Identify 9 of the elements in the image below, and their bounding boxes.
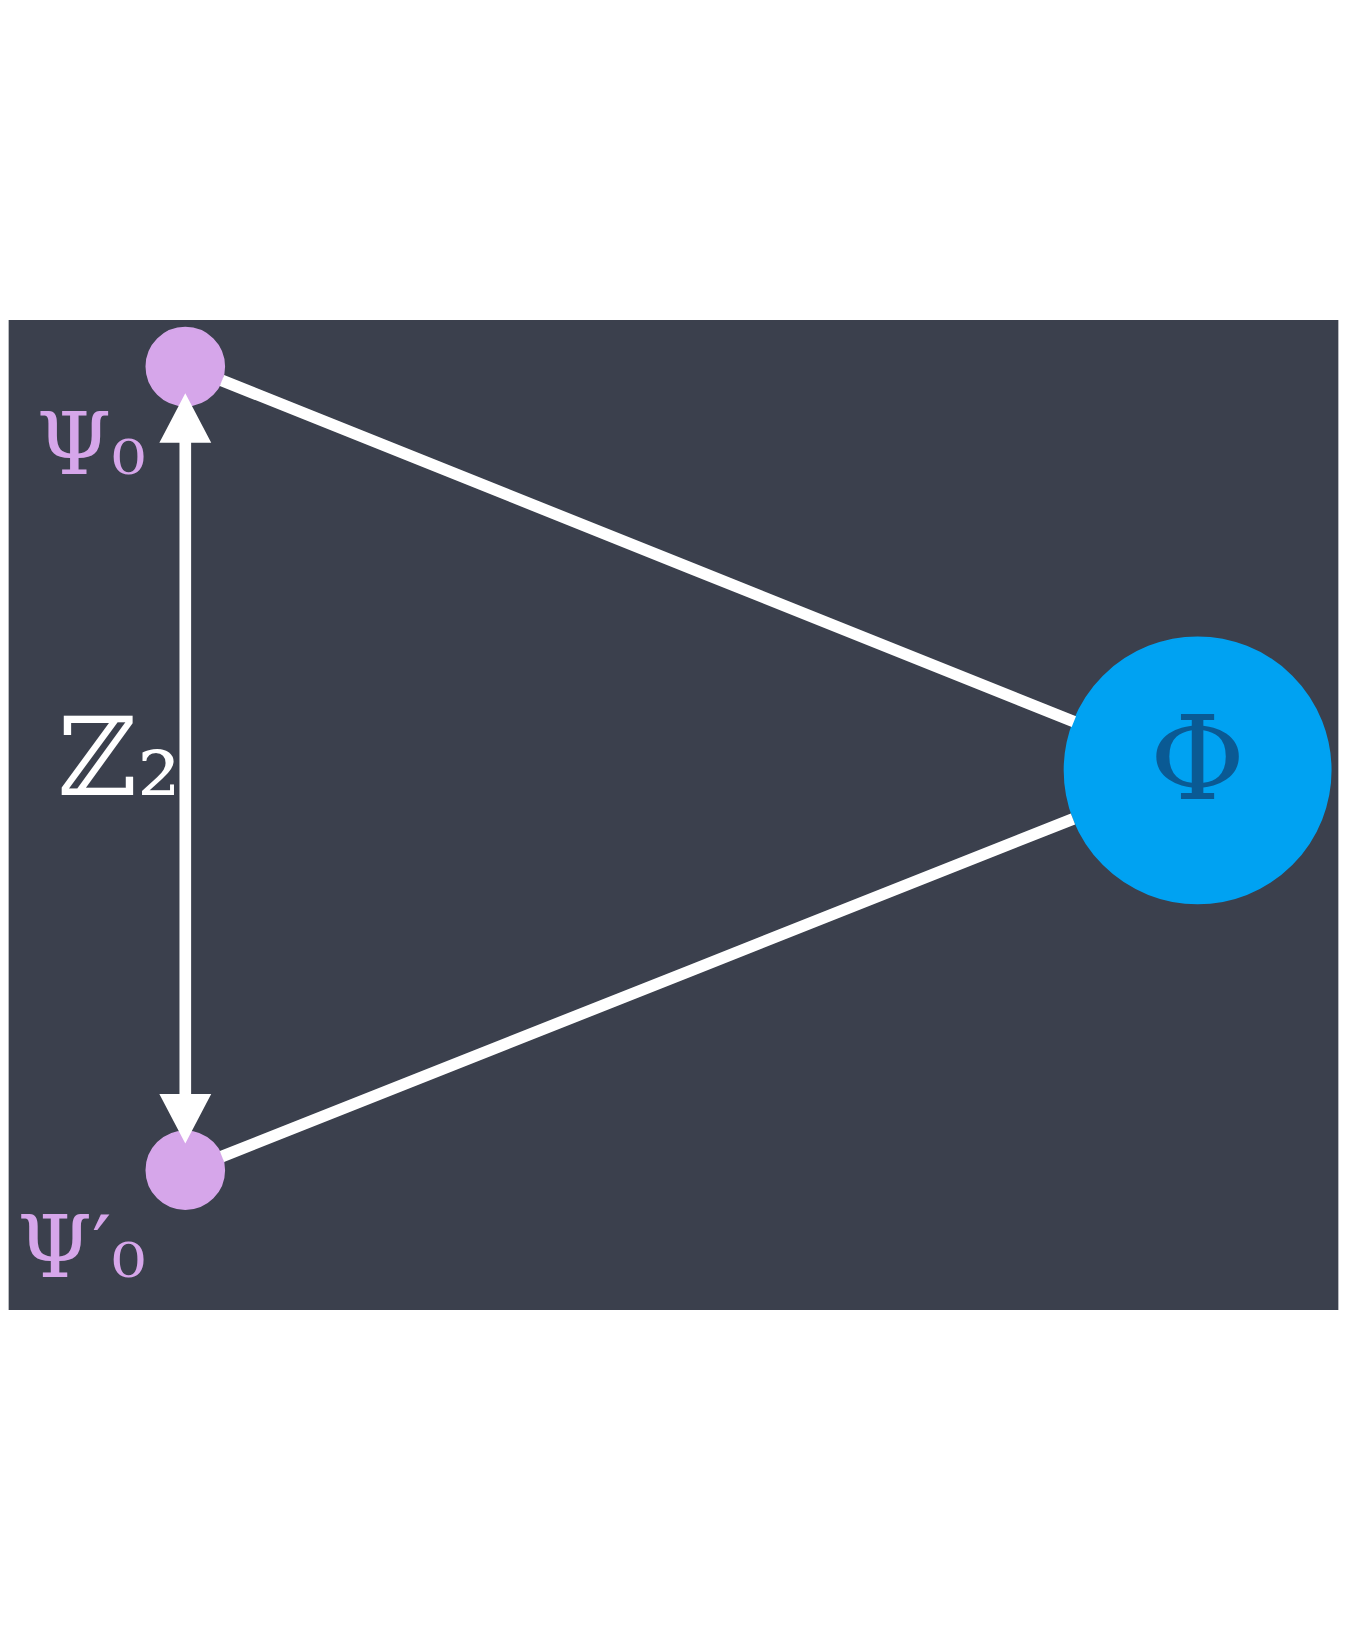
edge-label: ℤ₂	[57, 693, 181, 821]
node-circle: Φ	[1063, 635, 1332, 904]
arrow	[159, 392, 212, 1143]
node-label: Ψ₀	[36, 394, 146, 494]
node-circle	[145, 1129, 226, 1210]
node-label: Ψ′₀	[17, 1197, 146, 1297]
connector	[219, 374, 1077, 727]
connector	[219, 813, 1076, 1162]
node-circle	[145, 326, 226, 406]
